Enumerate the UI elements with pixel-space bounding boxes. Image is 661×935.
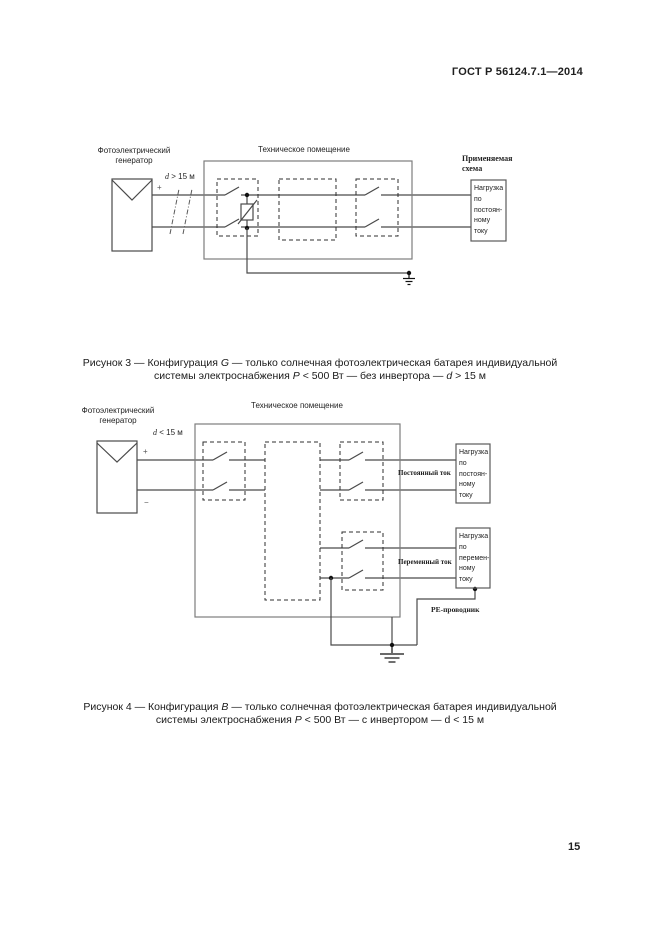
switch-symbol [364, 186, 380, 196]
switch-symbol [212, 481, 228, 491]
switch-symbol [348, 451, 364, 461]
ground-icon [403, 273, 415, 286]
page-number: 15 [568, 841, 581, 853]
switch-symbol [348, 539, 364, 549]
switchgear-box-dashed [341, 531, 384, 591]
switch-symbol [348, 481, 364, 491]
ac-current-label: Переменный ток [398, 558, 452, 566]
technical-room-box [203, 160, 413, 260]
switch-symbol [348, 569, 364, 579]
figure4-caption-line1: Рисунок 4 — Конфигурация B — только солн… [83, 701, 557, 713]
figure3-caption-line1: Рисунок 3 — Конфигурация G — только солн… [82, 357, 558, 369]
junction-dot [244, 192, 250, 198]
dc-load-box [455, 443, 491, 504]
switch-symbol [224, 186, 240, 196]
document-header: ГОСТ Р 56124.7.1—2014 [451, 66, 583, 78]
applied-scheme-label: Применяемая схема [462, 154, 513, 173]
technical-room-label: Техническое помещение [258, 145, 350, 154]
switch-symbol [212, 451, 228, 461]
pv-panel-icon [96, 440, 138, 514]
dc-load-box [470, 179, 507, 242]
technical-room-box [194, 423, 401, 618]
figure3-caption-line2: системы электроснабжения P < 500 Вт — бе… [153, 370, 486, 382]
figure4-caption: Рисунок 4 — Конфигурация B — только солн… [40, 701, 600, 727]
surge-protector-icon [237, 195, 258, 228]
plus-polarity-mark: + [157, 183, 162, 192]
distance-label: d > 15 м [165, 172, 195, 181]
switchgear-box-dashed [339, 441, 384, 501]
figure3-diagram [111, 160, 507, 286]
line-break-icon [169, 188, 193, 235]
equipment-box-dashed [278, 178, 337, 241]
switch-symbol [224, 218, 240, 228]
plus-polarity-mark: + [143, 447, 148, 456]
ground-icon [380, 645, 404, 663]
minus-polarity-mark: − [144, 498, 149, 507]
technical-room-label: Техническое помещение [251, 401, 343, 410]
figure4-diagram [96, 423, 491, 663]
ac-load-box [455, 527, 491, 589]
figure4-caption-line2: системы электроснабжения P < 500 Вт — с … [155, 714, 485, 726]
pv-generator-label: Фотоэлектрический генератор [81, 406, 155, 425]
dc-load-label: Нагрузка по постоян- ному току [474, 185, 504, 236]
pe-conductor-label: PE-проводник [431, 605, 480, 614]
pv-generator-label: Фотоэлектрический генератор [97, 146, 171, 165]
inverter-box-dashed [264, 441, 321, 601]
ac-load-label: Нагрузка по перемен- ному току [459, 533, 490, 584]
dc-current-label: Постоянный ток [398, 469, 451, 477]
switchgear-box-dashed [202, 441, 246, 501]
switch-symbol [364, 218, 380, 228]
dc-load-label: Нагрузка по постоян- ному току [459, 449, 489, 500]
switchgear-box-dashed [355, 178, 399, 237]
figure3-caption: Рисунок 3 — Конфигурация G — только солн… [40, 357, 600, 383]
distance-label: d < 15 м [153, 428, 183, 437]
pv-panel-icon [111, 178, 153, 252]
